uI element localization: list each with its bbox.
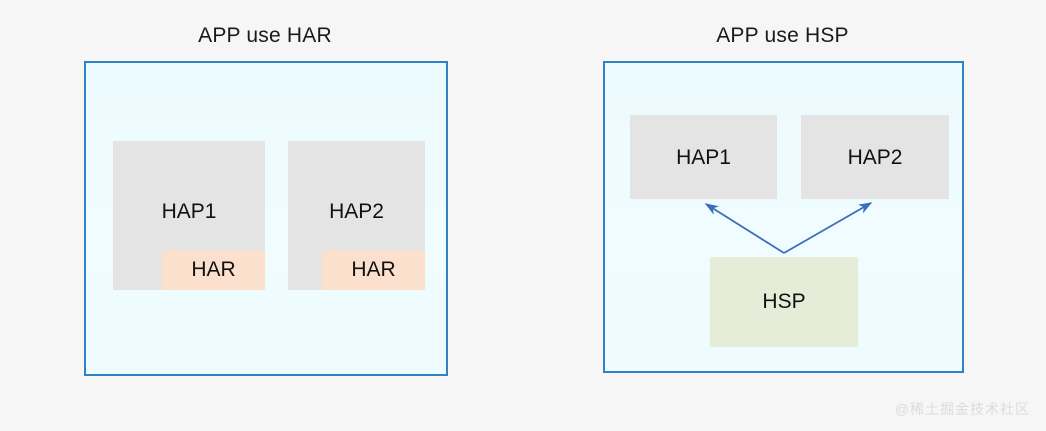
module-label-hap1-hsp: HAP1: [676, 146, 731, 169]
module-box-hap1-hsp: [630, 115, 777, 199]
module-label-har-in-hap1: HAR: [191, 258, 236, 281]
module-label-hap1-har: HAP1: [161, 200, 217, 223]
module-box-hap2-hsp: [801, 115, 949, 199]
module-box-har-in-hap1: [162, 250, 265, 290]
panel-title-har: APP use HAR: [198, 24, 332, 47]
module-label-hsp: HSP: [762, 290, 806, 313]
watermark-text: @稀土掘金技术社区: [894, 401, 1030, 417]
module-box-hsp: [710, 257, 858, 347]
module-box-har-in-hap2: [322, 250, 425, 290]
module-label-har-in-hap2: HAR: [351, 258, 396, 281]
module-label-hap2-hsp: HAP2: [847, 146, 903, 169]
panel-title-hsp: APP use HSP: [716, 24, 849, 47]
module-label-hap2-har: HAP2: [329, 200, 384, 223]
